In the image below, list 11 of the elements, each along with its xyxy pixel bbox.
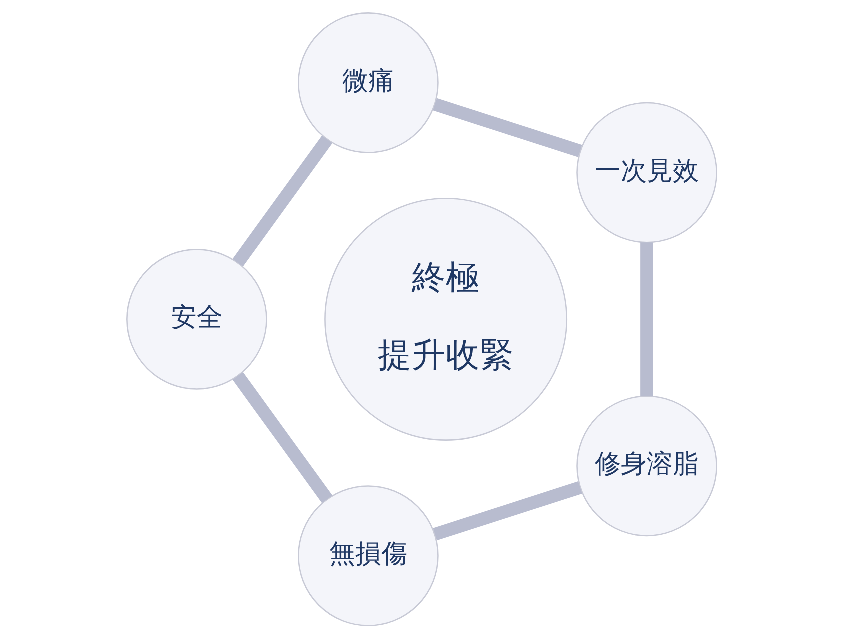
connector xyxy=(432,98,582,158)
connector xyxy=(432,482,582,541)
node-circle: 微痛 xyxy=(298,12,438,154)
connector xyxy=(640,242,653,396)
node-circle: 修身溶脂 xyxy=(576,396,717,537)
node-circle: 終極 提升收緊 xyxy=(324,198,568,441)
connector xyxy=(232,136,332,267)
node-circle: 一次見效 xyxy=(576,102,717,244)
node-circle: 無損傷 xyxy=(298,486,438,626)
connector xyxy=(232,372,332,504)
node-circle: 安全 xyxy=(126,249,267,390)
